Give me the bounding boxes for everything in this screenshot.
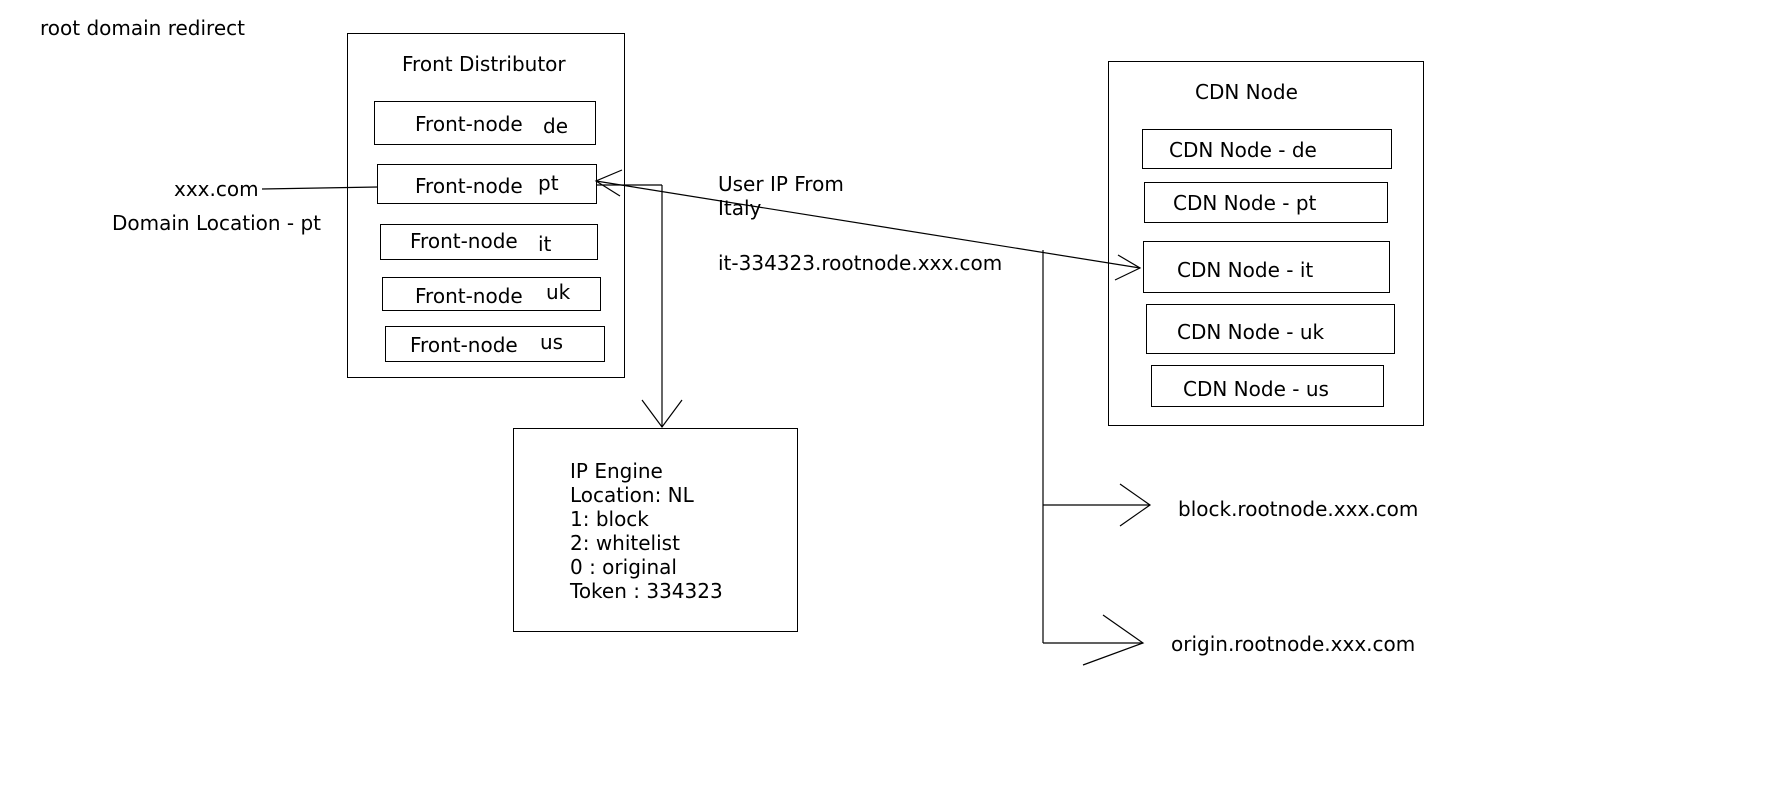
cdn-node-label: CDN Node - de <box>1169 138 1317 162</box>
domain-connector <box>261 186 379 190</box>
ip-engine-rule-block: 1: block <box>570 507 649 531</box>
user-ip-note-line2: Italy <box>718 196 762 220</box>
redirect-host: it-334323.rootnode.xxx.com <box>718 251 1003 275</box>
front-node-code: de <box>543 114 568 138</box>
front-node-code: pt <box>538 171 559 195</box>
ip-engine-box: IP Engine Location: NL 1: block 2: white… <box>513 428 798 632</box>
front-node-pt: Front-node pt <box>377 164 597 204</box>
diagram-title: root domain redirect <box>40 16 245 40</box>
cdn-node-us: CDN Node - us <box>1151 365 1384 407</box>
domain-location: Domain Location - pt <box>112 211 322 235</box>
cdn-node-label: CDN Node - uk <box>1177 320 1325 344</box>
cdn-node-label: CDN Node - us <box>1183 377 1329 401</box>
cdn-node-title: CDN Node <box>1195 80 1298 104</box>
cdn-node-label: CDN Node - pt <box>1173 191 1317 215</box>
front-node-code: us <box>540 330 564 354</box>
front-node-label: Front-node <box>415 112 523 136</box>
cdn-node-it: CDN Node - it <box>1143 241 1390 293</box>
ip-engine-rule-whitelist: 2: whitelist <box>570 531 680 555</box>
origin-arrowhead <box>1082 614 1145 666</box>
block-target: block.rootnode.xxx.com <box>1178 497 1419 521</box>
front-node-label: Front-node <box>415 284 523 308</box>
front-node-uk: Front-node uk <box>382 277 601 311</box>
front-node-label: Front-node <box>410 333 518 357</box>
ip-engine-title: IP Engine <box>570 459 663 483</box>
cdn-arrowhead <box>1114 254 1142 281</box>
user-ip-note-line1: User IP From <box>718 172 844 196</box>
front-distributor-title: Front Distributor <box>402 52 566 76</box>
engine-arrowhead <box>641 399 683 429</box>
ip-engine-details: IP Engine Location: NL 1: block 2: white… <box>570 459 723 603</box>
cdn-node-box: CDN Node <box>1108 61 1424 426</box>
block-arrowhead <box>1119 483 1152 527</box>
ip-engine-rule-original: 0 : original <box>570 555 677 579</box>
front-node-code: uk <box>546 280 571 304</box>
domain-name: xxx.com <box>174 177 259 201</box>
frontnode-to-cdn-connector <box>595 180 1141 269</box>
ip-engine-location: Location: NL <box>570 483 694 507</box>
cdn-node-label: CDN Node - it <box>1177 258 1314 282</box>
front-node-code: it <box>538 232 552 256</box>
origin-target: origin.rootnode.xxx.com <box>1171 632 1416 656</box>
cdn-node-de: CDN Node - de <box>1142 129 1392 169</box>
front-node-label: Front-node <box>410 229 518 253</box>
cdn-node-pt: CDN Node - pt <box>1144 182 1388 223</box>
front-node-de: Front-node de <box>374 101 596 145</box>
front-node-us: Front-node us <box>385 326 605 362</box>
front-node-it: Front-node it <box>380 224 598 260</box>
ip-engine-token: Token : 334323 <box>570 579 723 603</box>
cdn-node-uk: CDN Node - uk <box>1146 304 1395 354</box>
front-distributor-box: Front Distributor <box>347 33 625 378</box>
front-node-label: Front-node <box>415 174 523 198</box>
